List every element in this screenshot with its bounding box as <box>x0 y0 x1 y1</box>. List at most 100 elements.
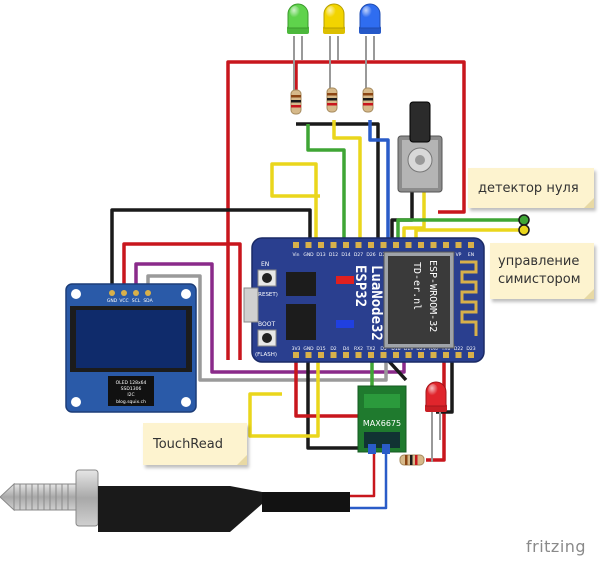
note-touch-read-text: TouchRead <box>153 436 223 452</box>
pin <box>305 242 312 248</box>
pin-label: D23 <box>466 346 475 352</box>
wire-purple-oled <box>134 262 406 374</box>
note-zero-detector: детектор нуля <box>468 168 594 208</box>
pin-label: 3V3 <box>292 346 301 352</box>
wire-thermo-blue <box>350 454 388 510</box>
module-text: ESP-WROOM-32 <box>427 260 438 332</box>
pin <box>293 352 299 358</box>
fritzing-logo: fritzing <box>526 537 587 556</box>
pin <box>368 242 374 248</box>
pin <box>430 242 437 248</box>
pin <box>455 352 462 358</box>
potentiometer <box>397 101 443 193</box>
pin-label: D15 <box>316 346 325 352</box>
note-zero-detector-text: детектор нуля <box>478 180 579 196</box>
led-green <box>287 3 309 92</box>
pin <box>405 242 412 248</box>
max6675-module: MAX6675 <box>357 385 407 454</box>
pin <box>145 290 151 296</box>
pin <box>418 242 424 248</box>
pin-label: GND <box>303 346 314 352</box>
pin-label: D22 <box>454 346 463 352</box>
wire-red-oled <box>122 242 242 360</box>
pin <box>318 242 324 248</box>
boot-label: BOOT <box>258 321 275 328</box>
pin <box>318 352 324 358</box>
en-label: EN <box>261 261 269 268</box>
pin <box>368 352 374 358</box>
wire-red-top <box>226 60 466 360</box>
led-blue <box>359 3 381 92</box>
pin-label: SCL <box>132 298 141 304</box>
en-sub-label: (RESET) <box>256 292 278 298</box>
note-triac-line1: управление <box>498 254 580 269</box>
resistor-led-green <box>290 89 302 115</box>
pin <box>330 242 337 248</box>
pin <box>430 352 437 358</box>
board-sub: ESP32 <box>352 265 368 307</box>
wire-black-bottom <box>306 358 362 450</box>
oled-line3: I2C <box>127 392 134 398</box>
pin <box>380 242 387 248</box>
wire-green-led <box>306 124 346 245</box>
wires <box>110 60 524 510</box>
note-triac-line2: симистором <box>498 272 581 287</box>
pin-label: VP <box>456 252 462 258</box>
pin <box>393 352 399 358</box>
pin-label: D4 <box>343 346 349 352</box>
esp32-board: VinGNDD13D12D14D27D26D25D33D32D35D34VNVP… <box>243 237 485 363</box>
note-touch-read: TouchRead <box>143 423 247 465</box>
note-triac-control: управление симистором <box>490 243 594 299</box>
pin-label: D27 <box>354 252 363 258</box>
note-fold <box>584 289 594 299</box>
pin-label: GND <box>107 298 118 304</box>
pin-label: D26 <box>366 252 375 258</box>
pin <box>355 352 362 358</box>
pin <box>468 352 474 358</box>
led-red <box>425 381 447 462</box>
wire-black-led-gnd <box>296 122 380 245</box>
oled-line4: blog.squix.ch <box>116 399 146 405</box>
pin-label: RX2 <box>354 346 363 352</box>
pin-label: D2 <box>330 346 336 352</box>
resistor-led-yellow <box>326 87 338 113</box>
pin <box>293 242 299 248</box>
note-fold <box>584 198 594 208</box>
pin-label: EN <box>468 252 474 258</box>
pin <box>468 242 474 248</box>
pin <box>343 242 349 248</box>
wire-pot-yellow <box>402 192 426 245</box>
pin <box>405 352 412 358</box>
pin <box>380 352 387 358</box>
pin <box>355 242 362 248</box>
led-yellow <box>323 3 345 92</box>
connector-dots <box>518 214 530 236</box>
pin <box>443 352 449 358</box>
wire-yellow-led <box>332 120 362 245</box>
pin-label: D5 <box>380 346 386 352</box>
wire-yellow-touch-bottom <box>248 358 320 438</box>
thermocouple-probe <box>0 469 350 532</box>
board-name: LuaNode32 <box>368 265 384 341</box>
wire-thermo-red <box>350 454 376 498</box>
pin-label: D19 <box>404 346 413 352</box>
pin <box>343 352 349 358</box>
wire-gray-oled <box>146 274 388 382</box>
pin <box>418 352 424 358</box>
pin <box>443 242 449 248</box>
pin-label: RX0 <box>429 346 438 352</box>
note-fold <box>237 455 247 465</box>
pin-label: TX2 <box>366 346 376 352</box>
oled-line2: SSD1306 <box>121 386 142 392</box>
pin-label: Vin <box>292 252 299 258</box>
oled-display: OLED 128x64 SSD1306 I2C blog.squix.ch GN… <box>65 283 197 413</box>
wire-red-max <box>294 358 362 418</box>
wire-blue-led <box>368 120 390 245</box>
module-sub: TD-er.nl <box>411 262 422 310</box>
pin <box>121 290 127 296</box>
max6675-title: MAX6675 <box>363 419 401 428</box>
resistor-led-red <box>399 454 425 466</box>
pin-label: D13 <box>316 252 325 258</box>
